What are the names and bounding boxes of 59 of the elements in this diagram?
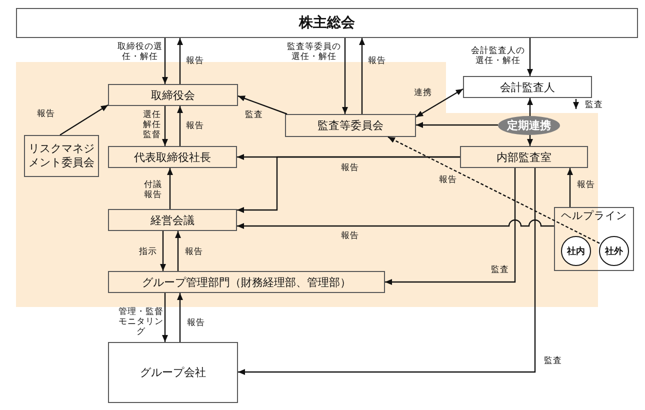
process-box: 監査等委員会 — [285, 114, 416, 137]
edge-label: 監査 — [490, 265, 510, 276]
process-box: 内部監査室 — [460, 146, 588, 168]
arrow — [177, 293, 183, 342]
helpline-box — [554, 207, 634, 271]
arrow — [567, 168, 573, 207]
edge-label: 選任解任監督 — [142, 110, 162, 141]
edge-label: 報告 — [438, 175, 458, 186]
process-box: グループ管理部門（財務経理部、管理部） — [108, 271, 385, 293]
arrow — [416, 88, 464, 118]
edge-label: 管理・監督モニタリング — [118, 307, 164, 338]
process-box: 取締役会 — [108, 84, 238, 106]
arrow — [162, 106, 168, 146]
arrow — [416, 122, 498, 128]
process-box: リスクマネジメント委員会 — [24, 135, 99, 177]
edge-label: 報告 — [186, 318, 206, 328]
edge-label: 報告 — [367, 56, 387, 66]
edge-label: 報告 — [185, 56, 205, 66]
arrow — [175, 231, 181, 271]
edge-label: 連携 — [413, 88, 433, 98]
arrow — [160, 231, 166, 271]
arrow — [385, 168, 516, 285]
process-box: 会計監査人 — [463, 76, 592, 98]
edge-label: 指示 — [138, 247, 158, 258]
edge-label: 報告 — [185, 121, 205, 132]
edge-label: 監査 — [543, 356, 563, 366]
arrow — [527, 98, 533, 116]
arrow — [527, 38, 533, 76]
arrow — [388, 136, 600, 244]
edge-label: 監査 — [244, 110, 264, 120]
circle-node: 社外 — [599, 236, 629, 266]
helpline-heading: ヘルプライン — [560, 209, 628, 223]
arrow — [238, 95, 288, 115]
arrow — [359, 38, 365, 114]
edge-label: 報告 — [340, 231, 360, 242]
edge-label: 報告 — [36, 109, 56, 120]
edge-label: 取締役の選任・解任 — [116, 42, 164, 62]
edge-label: 報告 — [340, 163, 360, 174]
note-label: 監査 — [584, 100, 604, 110]
arrow — [527, 135, 533, 146]
arrow — [177, 38, 183, 84]
arrow — [167, 168, 173, 209]
edge-label: 報告 — [576, 180, 596, 190]
process-box: 経営会議 — [108, 209, 237, 231]
arrow — [162, 293, 168, 342]
arrow — [238, 168, 536, 375]
arrow — [60, 104, 108, 136]
edge-label: 会計監査人の選任・解任 — [470, 46, 526, 66]
arrow — [237, 156, 460, 213]
arrow — [342, 38, 348, 114]
arrow — [237, 219, 554, 229]
arrow — [162, 38, 168, 84]
edge-label: 監査等委員の選任・解任 — [286, 42, 342, 62]
arrow — [177, 106, 183, 146]
edge-label: 付議報告 — [143, 180, 163, 200]
edge-label: 報告 — [184, 247, 204, 258]
meeting-box: 株主総会 — [16, 8, 638, 38]
process-box: 代表取締役社長 — [108, 146, 237, 168]
process-box: グループ会社 — [108, 342, 238, 403]
